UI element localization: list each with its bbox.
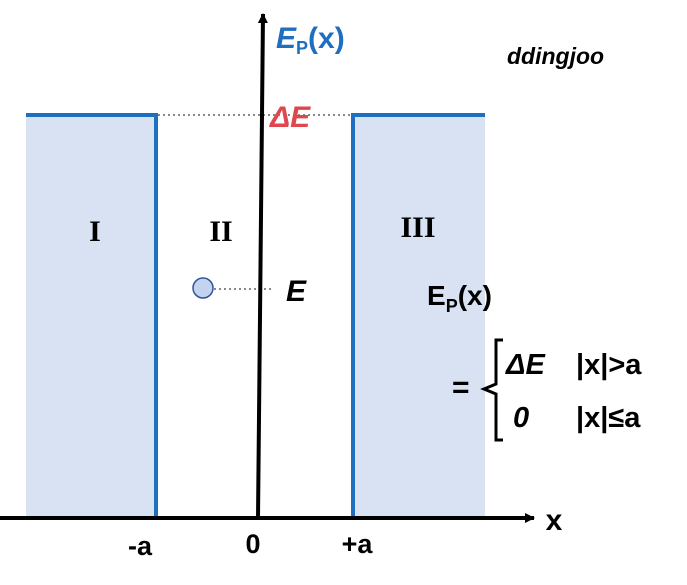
x-axis-label: x — [546, 504, 563, 537]
region-iii-fill — [353, 115, 485, 517]
barrier-energy-label: ΔE — [269, 101, 311, 134]
formula-case1-condition: |x|>a — [576, 349, 642, 381]
formula-case2-value: 0 — [513, 402, 529, 434]
y-axis-label: EP(x) — [276, 22, 345, 58]
formula-case1-value: ΔE — [505, 349, 546, 381]
formula-case2-condition: |x|≤a — [576, 402, 641, 434]
formula-equals: = — [452, 371, 470, 404]
particle-circle — [192, 277, 214, 299]
right-barrier-wall — [351, 113, 485, 517]
y-axis — [256, 13, 268, 519]
watermark-text: ddingjoo — [507, 43, 604, 69]
x-tick-neg-a: -a — [128, 531, 153, 561]
formula-lhs: EP(x) — [427, 280, 492, 316]
particle-energy-label: E — [286, 275, 307, 308]
left-barrier-wall — [26, 113, 158, 517]
x-tick-zero: 0 — [245, 529, 260, 559]
region-ii-label: II — [209, 215, 232, 248]
x-tick-pos-a: +a — [342, 529, 374, 559]
region-iii-label: III — [400, 211, 435, 244]
region-i-label: I — [89, 215, 101, 248]
region-i-fill — [26, 115, 156, 517]
formula-brace — [480, 338, 503, 442]
